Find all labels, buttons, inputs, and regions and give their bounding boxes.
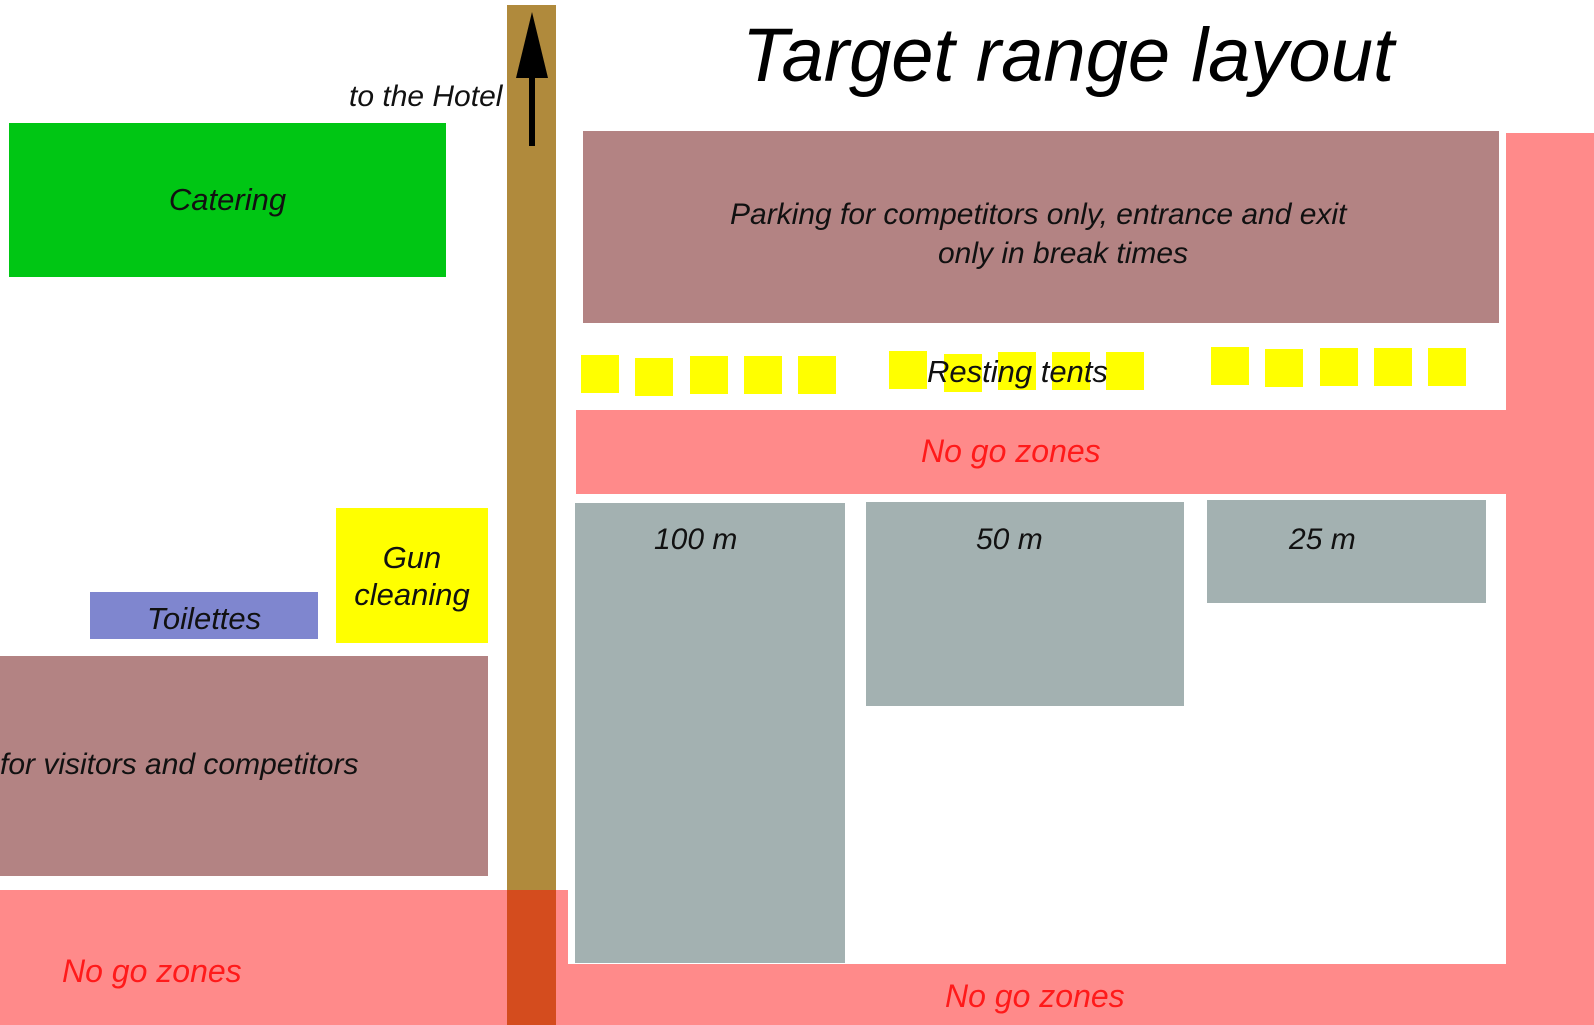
range-50m-label: 50 m — [976, 523, 1043, 556]
catering-label: Catering — [168, 182, 287, 217]
hotel-label: to the Hotel — [349, 80, 503, 113]
resting-tents-label: Resting tents — [927, 354, 1108, 389]
road-no-go-overlap — [507, 890, 556, 1025]
tent — [944, 354, 982, 392]
toilettes-area: Toilettes — [90, 592, 318, 639]
no-go-zone-right-strip — [1506, 133, 1594, 1025]
tent — [1320, 348, 1358, 386]
tent — [1211, 347, 1249, 385]
tent — [1052, 352, 1090, 390]
no-go-zone-middle-label: No go zones — [921, 433, 1101, 469]
no-go-zone-middle — [576, 410, 1506, 494]
tent — [1428, 348, 1466, 386]
tent — [1374, 348, 1412, 386]
tent — [690, 356, 728, 394]
range-25m-label: 25 m — [1289, 523, 1356, 556]
road-to-hotel — [507, 5, 556, 1025]
toilettes-label: Toilettes — [146, 600, 262, 636]
tent — [744, 356, 782, 394]
gun-cleaning-area: Gun cleaning — [336, 508, 488, 643]
range-100m-label: 100 m — [654, 523, 738, 556]
tent — [889, 351, 927, 389]
competitor-parking-label-line2: only in break times — [938, 237, 1189, 270]
page-title: Target range layout — [742, 13, 1395, 98]
gun-cleaning-label: Gun cleaning — [354, 539, 470, 612]
tent — [998, 352, 1036, 390]
no-go-zone-bottom-right — [560, 964, 1594, 1025]
visitor-parking-label: for visitors and competitors — [0, 748, 359, 781]
up-arrow-icon — [516, 12, 548, 146]
no-go-zone-bottom-left — [0, 890, 568, 1025]
catering-area: Catering — [9, 123, 446, 277]
range-100m: 100 m — [575, 503, 845, 963]
range-50m: 50 m — [866, 502, 1184, 706]
range-25m: 25 m — [1207, 500, 1486, 603]
no-go-zone-bottom-left-label: No go zones — [62, 953, 242, 989]
competitor-parking-area: Parking for competitors only, entrance a… — [583, 131, 1499, 323]
no-go-zone-bottom-right-label: No go zones — [945, 978, 1125, 1014]
tent — [1265, 349, 1303, 387]
tent — [1106, 352, 1144, 390]
visitor-parking-area: for visitors and competitors — [0, 656, 488, 876]
tent — [635, 358, 673, 396]
tent — [581, 355, 619, 393]
competitor-parking-label-line1: Parking for competitors only, entrance a… — [730, 198, 1347, 231]
tent — [798, 356, 836, 394]
